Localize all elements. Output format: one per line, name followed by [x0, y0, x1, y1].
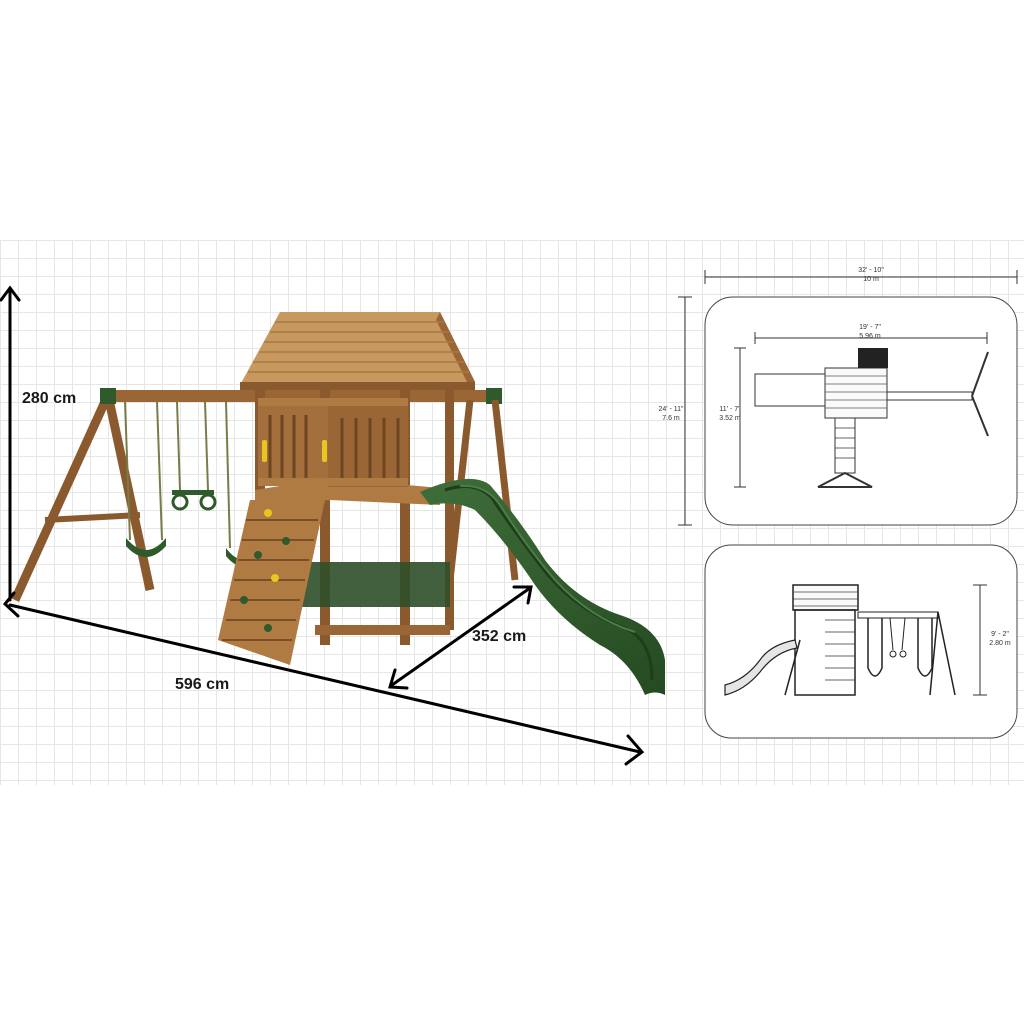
- dimension-arrows: [0, 285, 645, 766]
- width-arrow-head: [624, 734, 645, 766]
- height-arrow-head: [0, 285, 21, 302]
- depth-arrow-line: [390, 586, 532, 687]
- top-overall-width-label: 32' - 10" 10 m: [858, 267, 884, 283]
- depth-label: 352 cm: [472, 628, 527, 645]
- belt-swing-1: [124, 401, 166, 557]
- swing-leg-left: [10, 393, 113, 602]
- side-view-drawing: [704, 544, 1018, 739]
- tower-walls: [258, 398, 408, 487]
- playset: [10, 312, 665, 695]
- sandbox-canopy: [300, 562, 450, 607]
- roof: [240, 312, 475, 390]
- wave-slide: [420, 478, 665, 695]
- top-depth-label: 24' - 11" 7.6 m: [658, 406, 684, 422]
- top-inner-width-label: 19' - 7" 5.96 m: [859, 324, 881, 340]
- top-view-drawing: [678, 270, 1018, 526]
- top-inner-depth-label: 11' - 7" 3.52 m: [719, 406, 741, 422]
- side-height-label: 9' - 2" 2.80 m: [989, 631, 1011, 647]
- width-arrow-line: [8, 603, 642, 754]
- width-label: 596 cm: [175, 676, 230, 693]
- trapeze-bar: [171, 401, 217, 511]
- height-label: 280 cm: [22, 390, 77, 407]
- rock-wall-ladder: [218, 500, 325, 665]
